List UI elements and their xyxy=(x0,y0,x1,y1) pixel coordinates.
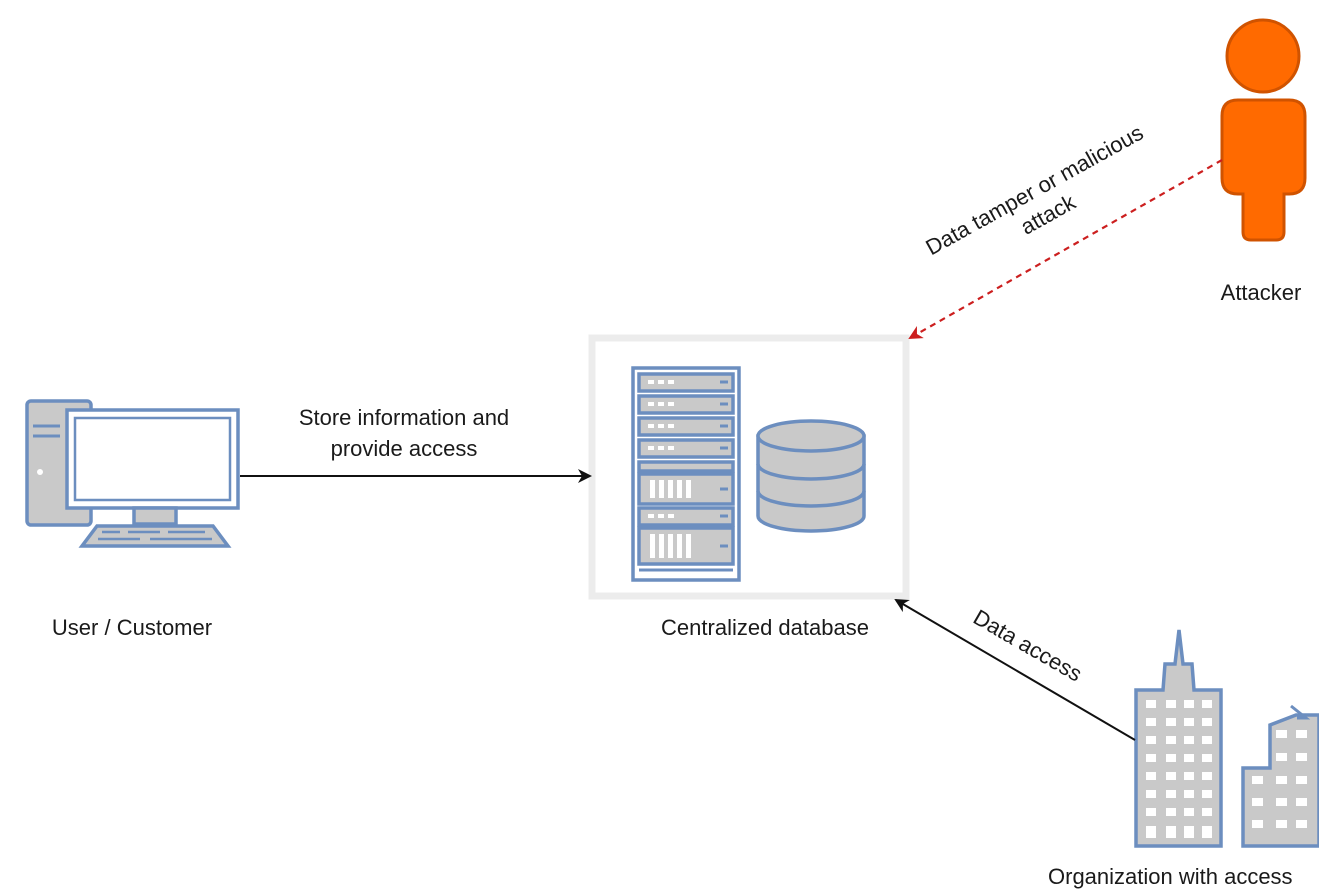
database-node: Centralized database xyxy=(588,334,910,640)
edge-attack: Data tamper or malicious attack xyxy=(908,120,1223,339)
server-indicator-lights xyxy=(648,380,691,558)
user-label: User / Customer xyxy=(52,615,212,640)
user-node: User / Customer xyxy=(25,399,240,640)
desktop-computer-icon xyxy=(25,399,240,548)
office-buildings-icon xyxy=(1134,629,1319,848)
edge-store-information: Store information and provide access xyxy=(240,405,592,483)
person-icon xyxy=(1220,18,1307,242)
organization-label: Organization with access xyxy=(1048,864,1293,889)
store-label-line1: Store information and xyxy=(299,405,509,430)
attacker-label: Attacker xyxy=(1221,280,1302,305)
attacker-node: Attacker xyxy=(1220,18,1307,305)
database-cylinder-icon xyxy=(756,419,866,533)
attack-arrow xyxy=(908,159,1223,339)
store-label-line2: provide access xyxy=(331,436,478,461)
database-label: Centralized database xyxy=(661,615,869,640)
edge-data-access: Data access xyxy=(894,598,1136,741)
data-access-label: Data access xyxy=(969,604,1086,686)
organization-node: Organization with access xyxy=(1048,629,1319,889)
attack-label-line1: Data tamper or malicious xyxy=(921,120,1147,260)
building-windows xyxy=(1146,700,1307,838)
data-access-arrow xyxy=(894,598,1136,741)
